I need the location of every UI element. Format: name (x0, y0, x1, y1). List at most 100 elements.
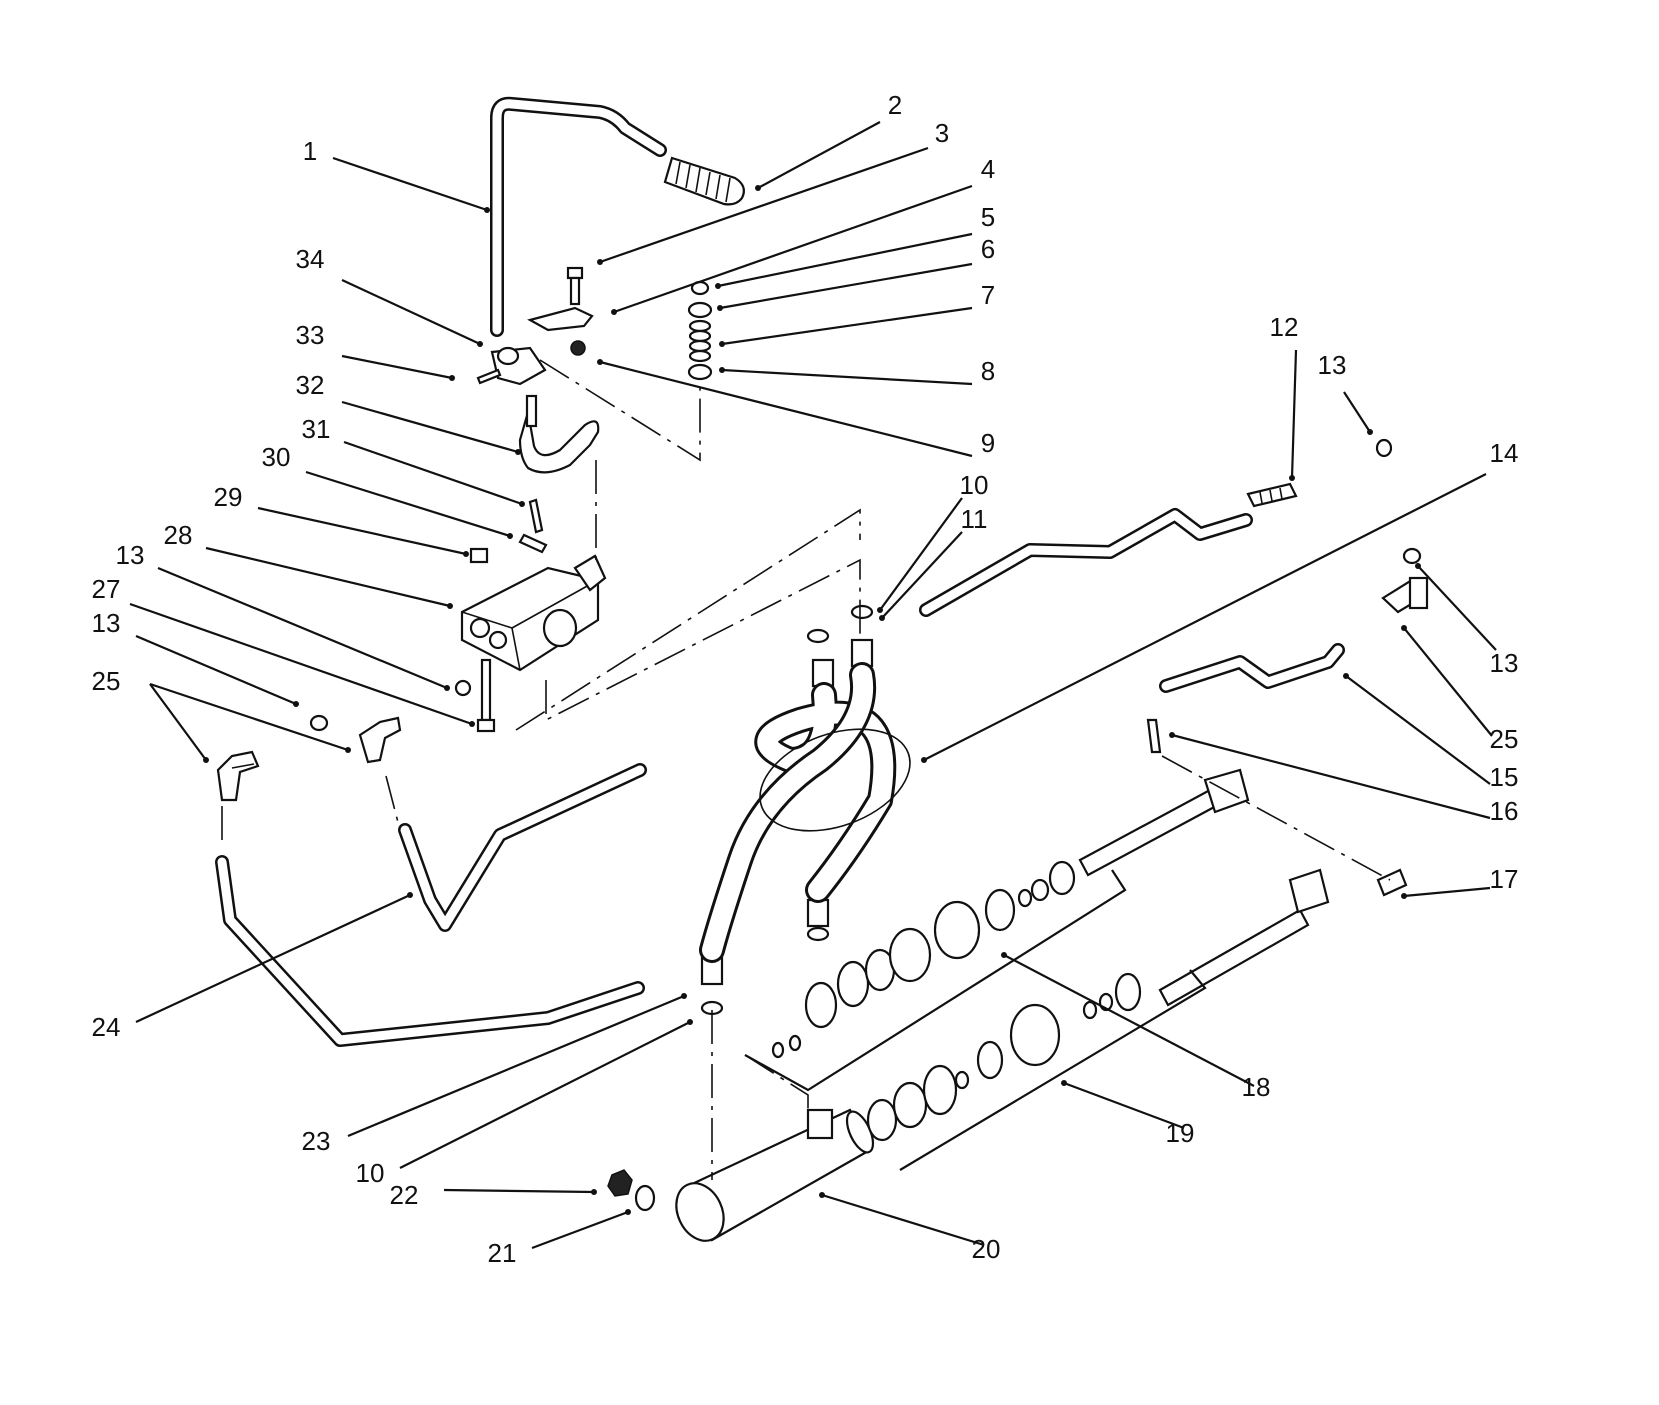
leader-dot (1001, 952, 1007, 958)
leader-dot (591, 1189, 597, 1195)
leader-dot (921, 757, 927, 763)
callout-number: 30 (262, 442, 291, 472)
leader-dot (345, 747, 351, 753)
callout-number: 31 (302, 414, 331, 444)
leader-dot (597, 259, 603, 265)
leader-line (1403, 886, 1491, 898)
part-piston-rods (1078, 768, 1330, 1007)
leader-line (879, 497, 963, 611)
leader-dot (1289, 475, 1295, 481)
callout-14: 14 (921, 438, 1518, 763)
callout-12: 12 (1270, 312, 1299, 481)
leader-line (157, 566, 448, 690)
callout-number: 17 (1490, 864, 1519, 894)
parts-artwork (215, 96, 1429, 1242)
part-spring-pin (528, 498, 544, 534)
callout-number: 10 (356, 1158, 385, 1188)
callout-13: 13 (116, 540, 450, 691)
part-cylinder-nut (607, 1169, 633, 1197)
leader-dot (484, 207, 490, 213)
leader-line (923, 473, 1487, 761)
callout-number: 10 (960, 470, 989, 500)
leader-line (149, 683, 207, 761)
leader-dot (447, 603, 453, 609)
leader-dot (1367, 429, 1373, 435)
leader-dot (819, 1192, 825, 1198)
leader-line (257, 506, 467, 556)
callout-23: 23 (302, 993, 687, 1156)
part-hose-fittings (700, 604, 874, 1016)
part-spring-stack (687, 280, 713, 381)
callout-number: 15 (1490, 762, 1519, 792)
callout-18: 18 (1001, 952, 1270, 1102)
part-bolt (566, 266, 584, 306)
leader-line (341, 279, 481, 345)
leader-line (719, 262, 973, 310)
leader-line (721, 368, 973, 386)
callout-number: 12 (1270, 312, 1299, 342)
callout-number: 11 (961, 504, 988, 534)
callout-number: 34 (296, 244, 325, 274)
part-cylinder-washer (634, 1184, 656, 1212)
leader-line (305, 470, 511, 538)
part-bracket (527, 306, 594, 332)
callout-number: 13 (1490, 648, 1519, 678)
callout-30: 30 (262, 442, 513, 539)
callout-22: 22 (390, 1180, 597, 1210)
callout-number: 13 (1318, 350, 1347, 380)
leader-line (599, 146, 929, 264)
part-pivot (490, 346, 547, 386)
part-o-ring-d (1402, 547, 1422, 565)
leader-dot (407, 892, 413, 898)
callout-2: 2 (755, 90, 902, 191)
callout-33: 33 (296, 320, 455, 381)
callout-number: 4 (981, 154, 995, 184)
part-control-valve (460, 554, 607, 672)
part-nut (570, 340, 586, 356)
leader-line (599, 360, 973, 458)
callout-number: 32 (296, 370, 325, 400)
leader-dot (719, 367, 725, 373)
leader-line (1403, 627, 1493, 737)
leader-line (1343, 391, 1371, 433)
callout-25: 25 (1401, 625, 1518, 754)
callout-number: 7 (981, 280, 995, 310)
callout-11: 11 (879, 504, 988, 621)
part-linkage (518, 411, 600, 474)
part-clevis-pin (518, 533, 548, 554)
leader-dot (879, 615, 885, 621)
part-elbow-left (216, 750, 260, 802)
part-hydraulic-tube-14 (919, 508, 1253, 617)
callout-number: 1 (303, 136, 317, 166)
callout-20: 20 (819, 1192, 1000, 1264)
leader-line (717, 232, 973, 288)
callout-34: 34 (296, 244, 483, 347)
leader-dot (687, 1019, 693, 1025)
callout-number: 23 (302, 1126, 331, 1156)
leader-dot (449, 375, 455, 381)
part-linkage-rod (525, 394, 538, 428)
leader-dot (611, 309, 617, 315)
part-seal-kit-18 (804, 860, 1076, 1029)
leader-line (135, 894, 411, 1023)
leader-dot (625, 1209, 631, 1215)
callout-1: 1 (303, 136, 490, 213)
leader-line (757, 121, 881, 189)
part-elbow-right (1381, 576, 1429, 614)
callout-21: 21 (488, 1209, 631, 1268)
leader-line (347, 994, 685, 1138)
callout-10: 10 (877, 470, 988, 613)
part-centerlines (221, 359, 1391, 1180)
part-o-ring-b (309, 714, 329, 732)
leader-dot (1169, 732, 1175, 738)
leader-line (721, 306, 973, 346)
part-valve-bolt (476, 658, 496, 733)
callout-25: 25 (92, 666, 351, 763)
callout-number: 3 (935, 118, 949, 148)
callout-number: 29 (214, 482, 243, 512)
part-hydraulic-tube-24 (398, 763, 647, 932)
callout-13: 13 (1415, 563, 1518, 678)
callout-number: 16 (1490, 796, 1519, 826)
callout-labels: 1234567891011121313131314151617181920212… (92, 90, 1519, 1268)
